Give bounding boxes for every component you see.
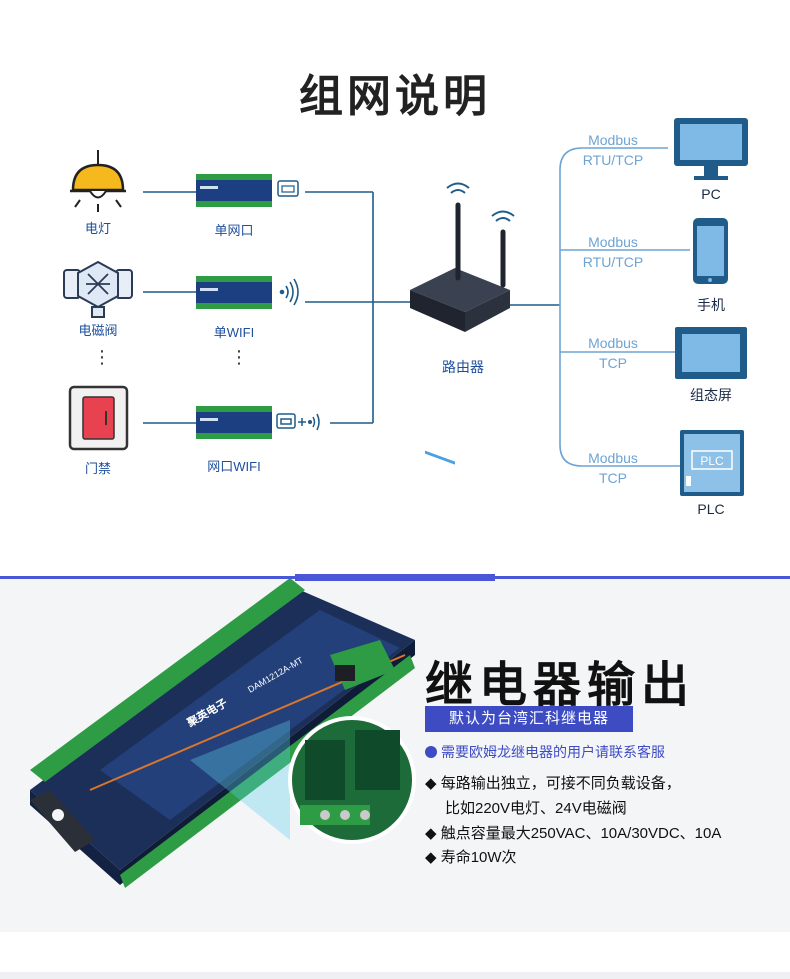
more-modules-dots: ⋮: [230, 347, 248, 367]
line-plc: [559, 305, 680, 467]
connection-lines: [143, 191, 560, 424]
protocol-plc-line1: Modbus: [588, 450, 638, 466]
section-divider-accent: [295, 574, 495, 581]
protocol-hmi-line2: TCP: [599, 355, 627, 371]
relay-heading: 继电器输出: [425, 659, 696, 712]
lamp-icon: [70, 150, 126, 212]
bullet-1-cont: 比如220V电灯、24V电磁阀: [445, 797, 627, 821]
diamond-icon: ◆: [425, 849, 441, 866]
protocol-hmi: Modbus TCP: [570, 333, 656, 373]
phone-label: 手机: [697, 297, 725, 313]
monitor-icon: [674, 118, 748, 180]
module-2-label: 单WIFI: [213, 325, 255, 340]
hmi-label: 组态屏: [690, 387, 732, 403]
client-lines: [559, 147, 690, 467]
relay-board-illustration: [30, 578, 415, 888]
relay-zoom-circle: [190, 716, 416, 844]
bullet-3: ◆ 寿命10W次: [425, 846, 517, 870]
wifi-signal-icon: [279, 278, 299, 306]
protocol-pc-line2: RTU/TCP: [582, 152, 644, 168]
bullet-1-text: 每路输出独立，可接不同负载设备，: [440, 775, 681, 792]
customer-service-icon: [425, 746, 437, 758]
plc-icon: [680, 430, 744, 496]
bullet-3-text: 寿命10W次: [440, 849, 517, 866]
relay-brand-badge: 默认为台湾汇科继电器: [425, 706, 633, 732]
protocol-phone-line2: RTU/TCP: [582, 254, 644, 270]
protocol-plc: Modbus TCP: [570, 448, 656, 488]
phone-icon: [693, 218, 728, 284]
router-icon: [410, 182, 515, 465]
protocol-hmi-line1: Modbus: [588, 335, 638, 351]
protocol-phone: Modbus RTU/TCP: [570, 232, 656, 272]
footer-gap: [0, 932, 790, 972]
protocol-pc: Modbus RTU/TCP: [570, 130, 656, 170]
page-title: 组网说明: [299, 72, 491, 121]
module-1: [196, 174, 272, 207]
module-3: [196, 406, 272, 439]
solenoid-valve-icon: [63, 260, 133, 318]
valve-label: 电磁阀: [78, 323, 118, 338]
bullet-1: ◆ 每路输出独立，可接不同负载设备，: [425, 772, 681, 796]
footer-strip: [0, 972, 790, 979]
diamond-icon: ◆: [425, 825, 441, 842]
protocol-pc-line1: Modbus: [588, 132, 638, 148]
router-label: 路由器: [442, 359, 484, 375]
protocol-plc-line2: TCP: [599, 470, 627, 486]
line-pc: [559, 147, 668, 305]
diamond-icon: ◆: [425, 775, 441, 792]
hmi-screen-icon: [675, 327, 747, 379]
module-3-label: 网口WIFI: [207, 459, 261, 474]
plc-screen-label: PLC: [700, 454, 724, 468]
bullet-2-text: 触点容量最大250VAC、10A/30VDC、10A: [440, 825, 722, 842]
lamp-label: 电灯: [84, 221, 111, 236]
plc-label: PLC: [697, 501, 725, 517]
relay-note: 需要欧姆龙继电器的用户请联系客服: [425, 742, 665, 762]
bullet-1-cont-text: 比如220V电灯、24V电磁阀: [445, 800, 627, 817]
more-devices-dots: ⋮: [93, 347, 111, 367]
pc-label: PC: [701, 186, 721, 202]
module-2: [196, 276, 272, 309]
protocol-phone-line1: Modbus: [588, 234, 638, 250]
relay-note-text: 需要欧姆龙继电器的用户请联系客服: [441, 744, 665, 760]
ethernet-wifi-icon: [276, 413, 320, 431]
bullet-2: ◆ 触点容量最大250VAC、10A/30VDC、10A: [425, 822, 721, 846]
module-1-label: 单网口: [214, 223, 254, 238]
door-access-icon: [68, 385, 129, 451]
door-label: 门禁: [84, 461, 111, 476]
ethernet-port-icon: [277, 180, 299, 197]
